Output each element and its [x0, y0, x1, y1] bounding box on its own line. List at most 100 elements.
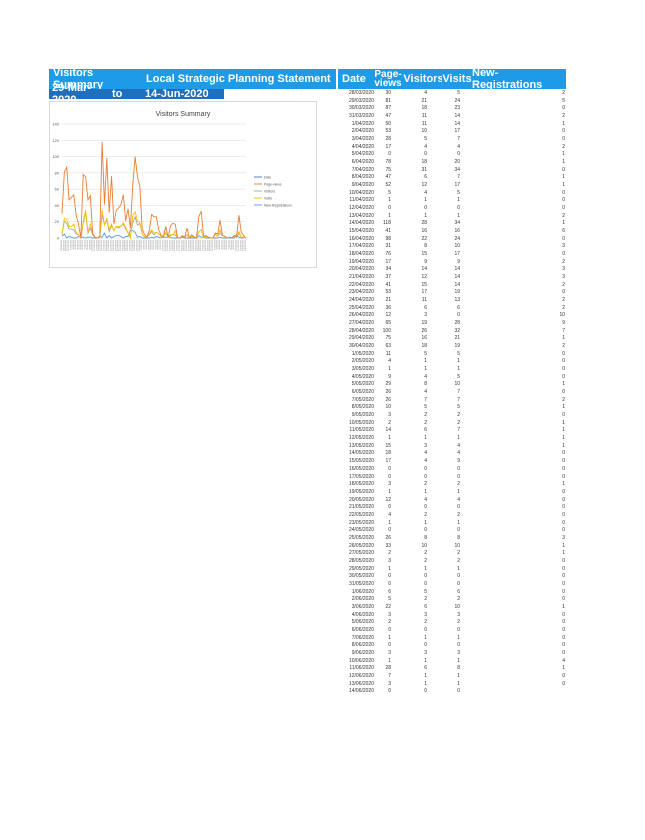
cell-pageviews: 47	[385, 113, 391, 119]
x-tick-label: 29/04/2020	[136, 239, 138, 251]
cell-visits: 0	[457, 473, 460, 480]
cell-pageviews: 3	[388, 481, 391, 488]
col-date-label: Date	[342, 73, 366, 85]
cell-visitors: 8	[424, 381, 427, 388]
cell-visits: 32	[454, 327, 460, 334]
cell-date: 21/04/2020	[348, 274, 374, 281]
cell-newreg: 1	[562, 174, 565, 181]
cell-visitors: 18	[421, 159, 427, 166]
y-tick-label: 0	[57, 236, 60, 241]
legend-label: Visits	[264, 196, 272, 200]
cell-date: 27/04/2020	[348, 320, 374, 327]
cell-pageviews: 1	[388, 488, 391, 495]
cell-pageviews: 1	[388, 435, 391, 442]
cell-visitors: 3	[424, 442, 427, 449]
cell-date: 10/04/2020	[348, 189, 374, 196]
cell-pageviews: 31	[385, 243, 391, 250]
cell-pageviews: 29	[385, 381, 391, 388]
cell-date: 8/06/2020	[351, 642, 374, 649]
cell-visits: 2	[457, 511, 460, 518]
y-tick-label: 80	[55, 170, 60, 175]
cell-date: 3/04/2020	[351, 136, 374, 143]
cell-date: 14/05/2020	[348, 450, 374, 457]
cell-date: 23/05/2020	[348, 519, 374, 526]
cell-visitors: 0	[424, 626, 427, 633]
x-tick-label: 28/05/2020	[205, 239, 207, 251]
cell-pageviews: 0	[388, 473, 391, 480]
cell-visits: 10	[454, 381, 460, 388]
cell-date: 16/05/2020	[348, 465, 374, 472]
x-tick-label: 20/05/2020	[186, 239, 188, 251]
cell-visits: 1	[457, 435, 460, 442]
cell-newreg: 2	[562, 304, 565, 311]
cell-newreg: 2	[562, 343, 565, 350]
cell-visits: 5	[457, 189, 460, 196]
cell-visits: 14	[454, 274, 460, 281]
cell-newreg: 7	[562, 327, 565, 334]
cell-date: 1/05/2020	[351, 350, 374, 357]
cell-newreg: 0	[562, 105, 565, 112]
cell-newreg: 4	[562, 657, 565, 664]
cell-pageviews: 0	[388, 205, 391, 212]
cell-date: 3/06/2020	[351, 603, 374, 610]
cell-visits: 9	[457, 458, 460, 465]
cell-visits: 5	[457, 350, 460, 357]
cell-date: 13/06/2020	[348, 680, 374, 687]
cell-date: 25/04/2020	[348, 304, 374, 311]
cell-visits: 0	[457, 580, 460, 587]
cell-date: 12/05/2020	[348, 435, 374, 442]
cell-visits: 0	[457, 205, 460, 212]
cell-pageviews: 0	[388, 465, 391, 472]
cell-pageviews: 3	[388, 412, 391, 419]
cell-date: 8/05/2020	[351, 404, 374, 411]
cell-visits: 2	[457, 619, 460, 626]
cell-newreg: 3	[562, 266, 565, 273]
cell-visitors: 18	[421, 105, 427, 112]
x-tick-label: 9/04/2020	[89, 239, 91, 250]
x-tick-label: 15/04/2020	[103, 239, 105, 251]
cell-visits: 0	[457, 688, 460, 695]
cell-pageviews: 52	[385, 182, 391, 189]
cell-pageviews: 75	[385, 335, 391, 342]
cell-newreg: 0	[562, 519, 565, 526]
cell-visitors: 1	[424, 565, 427, 572]
cell-pageviews: 5	[388, 596, 391, 603]
cell-pageviews: 34	[385, 266, 391, 273]
cell-date: 20/04/2020	[348, 266, 374, 273]
cell-date: 29/05/2020	[348, 565, 374, 572]
cell-pageviews: 47	[385, 174, 391, 181]
cell-pageviews: 3	[388, 680, 391, 687]
cell-pageviews: 87	[385, 105, 391, 112]
cell-newreg: 0	[562, 557, 565, 564]
x-tick-label: 9/05/2020	[160, 239, 162, 250]
cell-date: 5/04/2020	[351, 151, 374, 158]
cell-pageviews: 53	[385, 128, 391, 135]
cell-visitors: 1	[424, 435, 427, 442]
cell-visits: 2	[457, 412, 460, 419]
y-tick-label: 20	[55, 219, 60, 224]
cell-visitors: 22	[421, 235, 427, 242]
cell-pageviews: 30	[385, 90, 391, 96]
cell-newreg: 0	[562, 128, 565, 135]
cell-pageviews: 15	[385, 442, 391, 449]
cell-newreg: 0	[562, 251, 565, 258]
cell-date: 6/06/2020	[351, 626, 374, 633]
x-tick-label: 26/04/2020	[129, 239, 131, 251]
cell-newreg: 2	[562, 281, 565, 288]
x-tick-label: 2/04/2020	[73, 239, 75, 250]
cell-date: 12/04/2020	[348, 205, 374, 212]
cell-pageviews: 0	[388, 573, 391, 580]
